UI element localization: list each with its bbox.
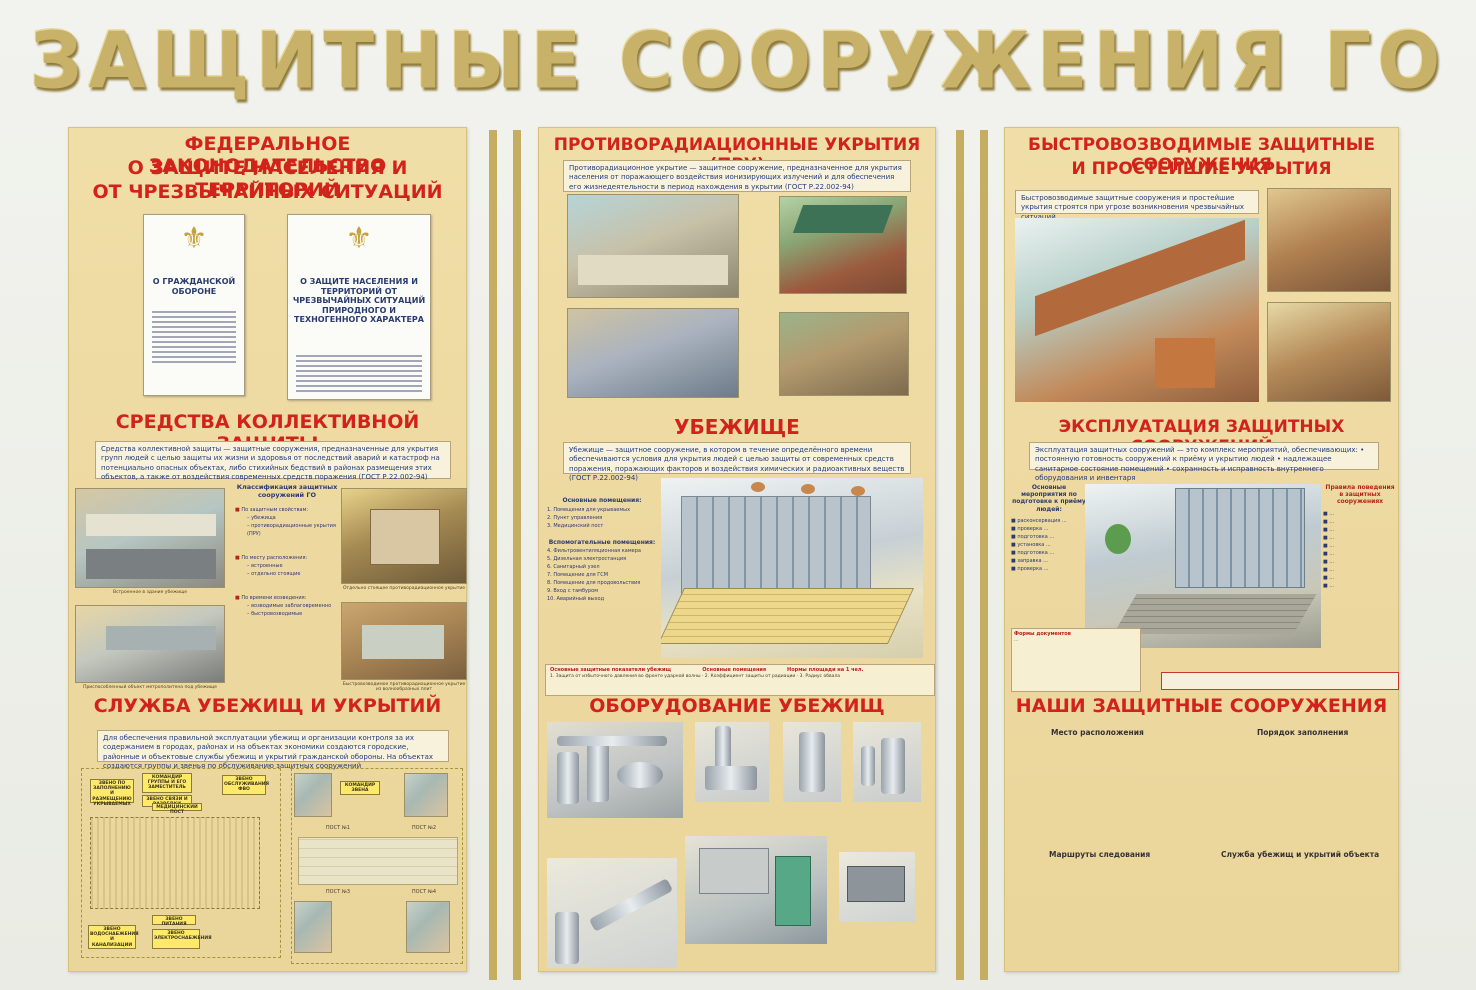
illustration-post-3 xyxy=(294,901,332,953)
shelter-title: УБЕЖИЩЕ xyxy=(674,415,800,439)
shelter-rooms-list: Основные помещения: 1. Помещения для укр… xyxy=(547,497,656,603)
collective-definition: Средства коллективной защиты — защитные … xyxy=(95,441,451,481)
caption: Быстровозводимое противорадиационное укр… xyxy=(342,682,466,693)
class-1: По защитным свойствам: xyxy=(241,506,309,513)
illustration-post-4 xyxy=(406,901,450,953)
illustration-fan-unit xyxy=(695,722,769,802)
illustration-shelter-cutaway xyxy=(661,478,923,658)
illustration-pru-basement xyxy=(567,194,739,298)
exploit-definition: Эксплуатация защитных сооружений — это к… xyxy=(1029,442,1379,482)
divider-stripe xyxy=(513,130,521,980)
aux-rooms-title: Вспомогательные помещения: xyxy=(548,538,656,546)
class-3: По времени возведения: xyxy=(241,594,307,601)
org-box: МЕДИЦИНСКИЙ ПОСТ xyxy=(152,803,202,815)
field-order-label: Порядок заполнения xyxy=(1257,728,1349,737)
fast-definition: Быстровозводимые защитные сооружения и п… xyxy=(1015,190,1259,221)
illustration-quick-shelter xyxy=(341,602,467,680)
illustration-built-in-shelter xyxy=(75,488,225,588)
caption: Отдельно стоящее противорадиационное укр… xyxy=(342,586,466,591)
right-panel: БЫСТРОВОЗВОДИМЫЕ ЗАЩИТНЫЕ СООРУЖЕНИЯ И П… xyxy=(1004,127,1399,972)
class-3a: – возводимые заблаговременно xyxy=(247,602,332,609)
class-1b: – противорадиационные укрытия (ПРУ) xyxy=(247,522,336,537)
illustration-fvo-equipment xyxy=(547,722,683,818)
illustration-pru-trench xyxy=(779,312,909,396)
illustration-detached-shelter xyxy=(341,488,467,584)
illustration-fast-shelter xyxy=(1015,218,1259,402)
post-1-label: ПОСТ №1 xyxy=(325,825,351,831)
illustration-protective-device xyxy=(839,852,915,922)
equipment-title: ОБОРУДОВАНИЕ УБЕЖИЩ xyxy=(589,695,885,717)
illustration-pru-house xyxy=(779,196,907,294)
illustration-diesel-station xyxy=(685,836,827,944)
illustration-filter-absorber xyxy=(853,722,921,802)
fast-title-line-2: И ПРОСТЕЙШИЕ УКРЫТИЯ xyxy=(1071,159,1332,179)
service-definition: Для обеспечения правильной эксплуатации … xyxy=(97,730,449,770)
org-box: ЗВЕНО ОБСЛУЖИВАНИЯ ФВО xyxy=(222,775,269,795)
illustration-covered-slit xyxy=(1267,302,1391,402)
post-3-label: ПОСТ №3 xyxy=(325,889,351,895)
poster-title: ЗАЩИТНЫЕ СООРУЖЕНИЯ ГО xyxy=(29,15,1447,107)
prep-title: Основные мероприятия по подготовке к при… xyxy=(1012,484,1086,513)
service-org-chart: ЗВЕНО ПО ЗАПОЛНЕНИЮ И РАЗМЕЩЕНИЮ УКРЫВАЕ… xyxy=(81,768,281,958)
posts-floor-plan: КОМАНДИР ЗВЕНА ПОСТ №1 ПОСТ №2 ПОСТ №3 П… xyxy=(291,768,463,964)
caption: Приспособленный объект метрополитена под… xyxy=(83,685,217,690)
illustration-open-slit xyxy=(1267,188,1391,292)
law-document-emergency: ⚜ О ЗАЩИТЕ НАСЕЛЕНИЯ И ТЕРРИТОРИЙ ОТ ЧРЕ… xyxy=(287,214,431,400)
org-box: ЗВЕНО ЭЛЕКТРОСНАБЖЕНИЯ xyxy=(152,929,212,949)
field-routes-label: Маршруты следования xyxy=(1049,850,1151,859)
divider-stripe xyxy=(956,130,964,980)
post-4-label: ПОСТ №4 xyxy=(411,889,437,895)
fast-title-line-1: БЫСТРОВОЗВОДИМЫЕ ЗАЩИТНЫЕ СООРУЖЕНИЯ xyxy=(1028,135,1375,175)
left-panel: ФЕДЕРАЛЬНОЕ ЗАКОНОДАТЕЛЬСТВО О ЗАЩИТЕ НА… xyxy=(68,127,467,972)
coat-of-arms-icon: ⚜ xyxy=(345,221,373,256)
post-2-label: ПОСТ №2 xyxy=(411,825,437,831)
service-title: СЛУЖБА УБЕЖИЩ И УКРЫТИЙ xyxy=(93,695,442,717)
class-2b: – отдельно стоящие xyxy=(247,570,301,577)
illustration-pipe-valve xyxy=(547,858,677,968)
exploit-note xyxy=(1161,672,1399,690)
org-box: ЗВЕНО ПИТАНИЯ xyxy=(152,915,196,927)
class-3b: – быстровозводимые xyxy=(247,610,303,617)
pru-definition: Противорадиационное укрытие — защитное с… xyxy=(563,160,911,192)
prep-list: Основные мероприятия по подготовке к при… xyxy=(1011,484,1086,572)
rules-title: Правила поведения в защитных сооружениях xyxy=(1325,484,1395,506)
law-title-line-2: О ЗАЩИТЕ НАСЕЛЕНИЯ И ТЕРРИТОРИЙ xyxy=(127,157,408,201)
rules-list: Правила поведения в защитных сооружениях… xyxy=(1323,484,1397,590)
org-box: ЗВЕНО ПО ЗАПОЛНЕНИЮ И РАЗМЕЩЕНИЮ УКРЫВАЕ… xyxy=(90,779,134,807)
caption: Встроенное в здание убежище xyxy=(113,590,187,595)
coat-of-arms-icon: ⚜ xyxy=(180,221,208,256)
illustration-metro-shelter xyxy=(75,605,225,683)
classification-title: Классификация защитных сооружений ГО xyxy=(236,483,338,499)
divider-stripe xyxy=(489,130,497,980)
classification-list: Классификация защитных сооружений ГО ■ П… xyxy=(235,483,338,617)
exploit-journal-strip: Формы документов... xyxy=(1011,628,1141,692)
commander-link-box: КОМАНДИР ЗВЕНА xyxy=(340,781,380,795)
divider-stripe xyxy=(980,130,988,980)
main-rooms-title: Основные помещения: xyxy=(562,497,642,504)
illustration-shelter-building xyxy=(1085,484,1321,648)
field-service-label: Служба убежищ и укрытий объекта xyxy=(1221,850,1380,859)
middle-panel: ПРОТИВОРАДИАЦИОННЫЕ УКРЫТИЯ (ПРУ) Против… xyxy=(538,127,936,972)
ours-title: НАШИ ЗАЩИТНЫЕ СООРУЖЕНИЯ xyxy=(1015,695,1388,717)
illustration-pru-room xyxy=(567,308,739,398)
illustration-post-1 xyxy=(294,773,332,817)
shelter-definition: Убежище — защитное сооружение, в котором… xyxy=(563,442,911,482)
shelter-stats-table: Основные защитные показатели убежищ Осно… xyxy=(545,664,935,696)
field-location-label: Место расположения xyxy=(1051,728,1144,737)
illustration-regenerative-unit xyxy=(783,722,841,802)
org-box: ЗВЕНО ВОДОСНАБЖЕНИЯ И КАНАЛИЗАЦИИ xyxy=(88,925,139,949)
doc2-title: О ЗАЩИТЕ НАСЕЛЕНИЯ И ТЕРРИТОРИЙ ОТ ЧРЕЗВ… xyxy=(292,277,426,325)
class-2: По месту расположения: xyxy=(241,554,308,561)
law-title-line-1: ФЕДЕРАЛЬНОЕ ЗАКОНОДАТЕЛЬСТВО xyxy=(148,133,387,177)
org-box: КОМАНДИР ГРУППЫ И ЕГО ЗАМЕСТИТЕЛЬ xyxy=(142,773,192,793)
illustration-post-2 xyxy=(404,773,448,817)
law-title-line-3: ОТ ЧРЕЗВЫЧАЙНЫХ СИТУАЦИЙ xyxy=(92,181,443,203)
class-1a: – убежища xyxy=(247,514,276,521)
doc1-title: О ГРАЖДАНСКОЙ ОБОРОНЕ xyxy=(152,277,236,296)
law-document-civil-defense: ⚜ О ГРАЖДАНСКОЙ ОБОРОНЕ xyxy=(143,214,245,396)
class-2a: – встроенные xyxy=(247,562,283,569)
